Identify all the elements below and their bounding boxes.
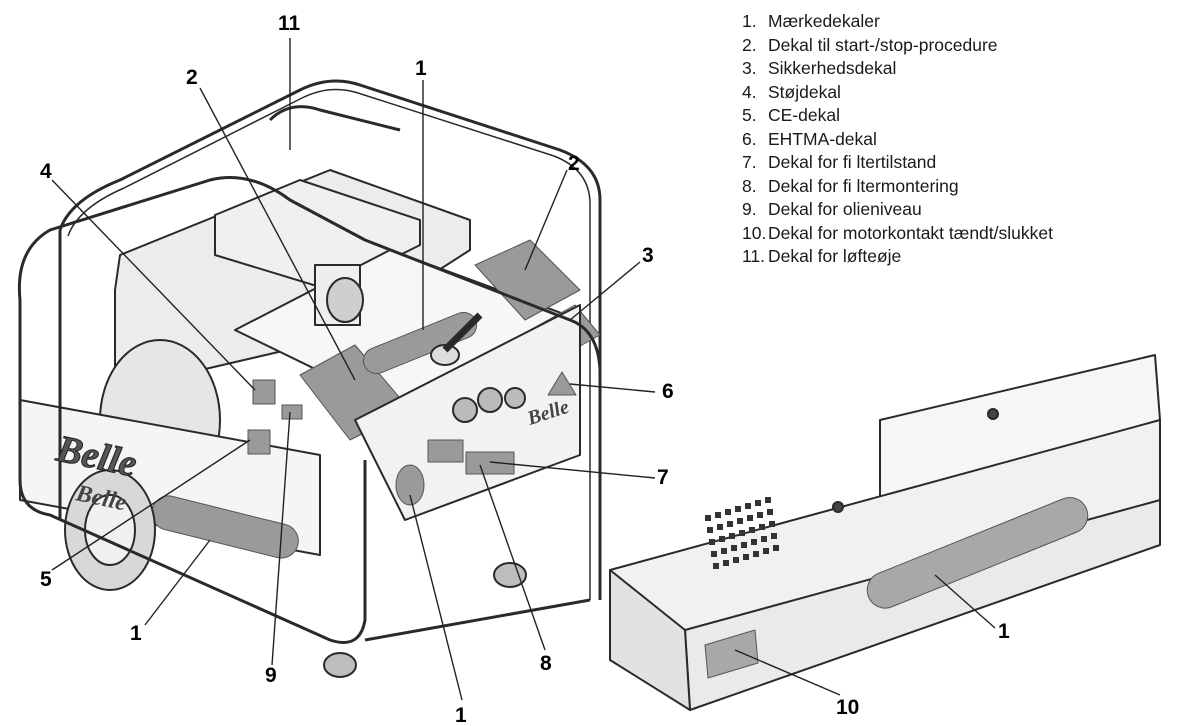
callout-4: 4 xyxy=(40,160,52,183)
legend-item-number: 9. xyxy=(742,199,757,219)
rear-frame-tube-inner xyxy=(67,88,591,600)
leader-2-left xyxy=(199,87,356,381)
tray-end-cap xyxy=(609,569,691,711)
callout-1-left: 1 xyxy=(130,622,142,645)
callout-10: 10 xyxy=(836,696,859,719)
leader-2-right xyxy=(524,169,568,271)
leader-8 xyxy=(479,464,546,651)
legend-item-label: Sikkerhedsdekal xyxy=(768,58,897,78)
decal-noise xyxy=(252,379,276,405)
legend-item: 3. Sikkerhedsdekal xyxy=(742,57,1053,81)
decal-ehtma xyxy=(547,371,577,396)
gauge xyxy=(430,344,460,366)
callout-2-right: 2 xyxy=(568,152,580,175)
legend-item-number: 6. xyxy=(742,128,757,149)
legend-item-number: 3. xyxy=(742,58,757,78)
callout-11: 11 xyxy=(278,12,301,35)
rubber-foot-left xyxy=(323,652,357,678)
leader-1-bottom xyxy=(409,494,463,701)
legend-item-label: Dekal for motorkontakt tændt/slukket xyxy=(768,222,1053,243)
callout-9: 9 xyxy=(265,664,277,687)
legend-item-number: 1. xyxy=(742,11,757,31)
leader-7 xyxy=(489,461,656,479)
legend-item: 9. Dekal for olieniveau xyxy=(742,198,1053,222)
legend-item-number: 5. xyxy=(742,105,757,125)
callout-7: 7 xyxy=(657,466,669,489)
callout-5: 5 xyxy=(40,568,52,591)
decal-motor-switch xyxy=(704,629,759,679)
callout-2-left: 2 xyxy=(186,66,198,89)
legend-item-label: Dekal for løfteøje xyxy=(768,246,902,266)
legend-item-number: 7. xyxy=(742,152,757,172)
decal-ce xyxy=(247,429,271,455)
control-lever xyxy=(442,312,483,353)
power-pack-illustration xyxy=(17,79,602,678)
decal-oil-level xyxy=(281,404,303,420)
decal-filter-mounting xyxy=(465,451,515,475)
callout-8: 8 xyxy=(540,652,552,675)
vent-grille xyxy=(705,497,779,569)
legend-item-number: 4. xyxy=(742,81,757,102)
tray-bolt-2 xyxy=(987,408,999,420)
legend-item-number: 8. xyxy=(742,175,757,196)
leader-1-left xyxy=(144,539,211,626)
legend-item-label: Dekal til start-/stop-procedure xyxy=(768,34,998,55)
callout-1-bottom: 1 xyxy=(455,704,467,726)
legend-item: 11.Dekal for løfteøje xyxy=(742,245,1053,269)
legend-item-label: Mærkedekaler xyxy=(768,11,880,31)
legend-item-label: CE-dekal xyxy=(768,105,840,125)
decal-brand-oval-tray xyxy=(866,497,1089,609)
legend-item-number: 11. xyxy=(742,246,766,266)
leader-9 xyxy=(271,411,291,666)
hydraulic-coupling-1 xyxy=(452,397,478,423)
tray-bolt-1 xyxy=(832,501,844,513)
legend-item: 6. EHTMA-dekal xyxy=(742,128,1053,152)
legend-item-label: EHTMA-dekal xyxy=(768,128,877,149)
legend-item: 2. Dekal til start-/stop-procedure xyxy=(742,34,1053,58)
decal-start-stop-right xyxy=(474,239,581,321)
decal-filter-condition xyxy=(427,439,464,463)
rubber-foot-right xyxy=(493,562,527,588)
legend-item-label: Dekal for olieniveau xyxy=(768,199,922,219)
hydraulic-coupling-2 xyxy=(477,387,503,413)
legend-item: 8. Dekal for fi ltermontering xyxy=(742,175,1053,199)
legend-item: 5. CE-dekal xyxy=(742,104,1053,128)
leader-5 xyxy=(51,439,251,571)
filter-cap xyxy=(326,277,364,323)
callout-3: 3 xyxy=(642,244,654,267)
legend-item: 7. Dekal for fi ltertilstand xyxy=(742,151,1053,175)
callout-6: 6 xyxy=(662,380,674,403)
legend-item-label: Dekal for fi ltermontering xyxy=(768,175,959,196)
legend-item: 1. Mærkedekaler xyxy=(742,10,1053,34)
hydraulic-coupling-3 xyxy=(504,387,526,409)
legend-item-number: 2. xyxy=(742,34,757,55)
leader-lines xyxy=(51,38,996,701)
callout-1-tray: 1 xyxy=(998,620,1010,643)
leader-1-tray xyxy=(934,574,996,629)
decal-legend: 1. Mærkedekaler 2. Dekal til start-/stop-p… xyxy=(742,10,1053,269)
front-frame-tube-lower xyxy=(18,300,367,644)
callout-1-top: 1 xyxy=(415,57,427,80)
callout-numbers: 11 2 1 2 4 3 6 7 5 1 9 8 1 1 10 xyxy=(40,12,1010,726)
legend-item-number: 10. xyxy=(742,222,767,243)
decal-round xyxy=(395,464,425,506)
front-frame-tube xyxy=(17,176,602,371)
lift-bar xyxy=(268,105,401,132)
legend-item: 4. Støjdekal xyxy=(742,81,1053,105)
leader-10 xyxy=(734,649,841,696)
base-frame xyxy=(364,598,591,642)
leader-3 xyxy=(569,261,641,321)
leader-4 xyxy=(51,179,256,391)
legend-item-label: Dekal for fi ltertilstand xyxy=(768,152,937,172)
leader-6 xyxy=(569,383,656,393)
legend-item: 10.Dekal for motorkontakt tændt/slukket xyxy=(742,222,1053,246)
hose-tray-illustration xyxy=(609,354,1161,711)
legend-item-label: Støjdekal xyxy=(768,81,841,102)
rear-frame-tube xyxy=(58,79,602,600)
